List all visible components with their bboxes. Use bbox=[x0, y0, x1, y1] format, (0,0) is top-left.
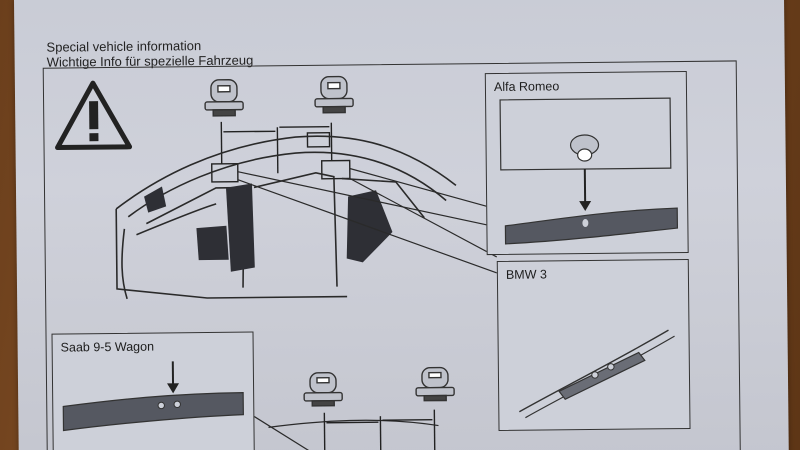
inset-alfa-romeo: Alfa Romeo bbox=[484, 70, 689, 256]
clip-pin-icon bbox=[569, 134, 600, 162]
instruction-sheet: Special vehicle information Wichtige Inf… bbox=[14, 0, 789, 450]
rack-foot-icon-bottom-left bbox=[303, 372, 343, 407]
saab-roof-clip-diagram bbox=[62, 361, 244, 432]
inset-saab-9-5-wagon: Saab 9-5 Wagon bbox=[51, 331, 255, 450]
warning-triangle-icon bbox=[55, 80, 133, 151]
rack-foot-icon-left bbox=[204, 79, 244, 117]
rack-foot-icon-right bbox=[314, 75, 354, 114]
bmw-3-roof-rail-diagram bbox=[518, 329, 675, 419]
car-roof-diagram bbox=[115, 75, 498, 450]
inset-bmw-3: BMW 3 bbox=[496, 258, 691, 431]
alfa-romeo-roof-clip-diagram bbox=[499, 97, 679, 245]
rack-foot-icon-bottom-right bbox=[415, 366, 455, 402]
